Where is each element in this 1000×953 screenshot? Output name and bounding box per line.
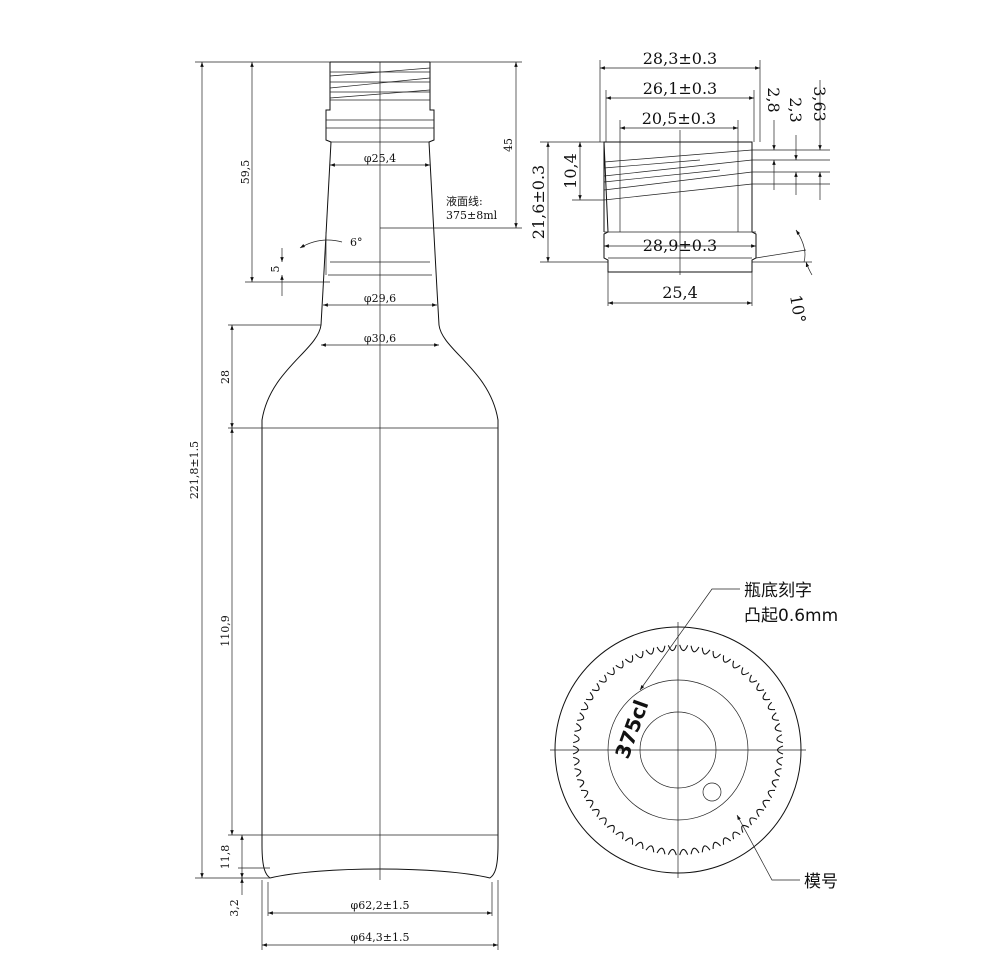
engraving-sub: 凸起0.6mm xyxy=(744,606,838,626)
stipple-mark xyxy=(615,831,624,840)
finish-dim-3-63: 3,63 xyxy=(810,86,829,122)
stipple-mark xyxy=(701,845,711,853)
stipple-mark xyxy=(606,824,615,833)
stipple-mark xyxy=(767,701,776,711)
stipple-mark xyxy=(624,655,634,663)
finish-dim-21-6: 21,6±0.3 xyxy=(529,165,548,239)
stipple-mark xyxy=(722,655,732,663)
finish-angle-10: 10° xyxy=(786,293,810,324)
stipple-mark xyxy=(732,660,741,669)
dim-28: 28 xyxy=(219,370,232,384)
fill-level-value: 375±8ml xyxy=(446,209,498,222)
stipple-mark xyxy=(591,808,600,818)
stipple-mark xyxy=(679,644,689,652)
dim-3-2: 3,2 xyxy=(228,899,241,917)
stipple-mark xyxy=(573,756,580,766)
stipple-mark xyxy=(776,745,784,755)
stipple-mark xyxy=(624,837,634,845)
stipple-mark xyxy=(762,692,771,701)
stipple-mark xyxy=(741,667,750,676)
engraved-text: 375cl xyxy=(610,697,653,762)
finish-dim-2-8: 2,8 xyxy=(764,87,783,112)
stipple-mark xyxy=(580,789,589,799)
stipple-mark xyxy=(776,734,783,744)
stipple-mark xyxy=(762,799,771,808)
finish-detail-view: 28,3±0.3 26,1±0.3 20,5±0.3 28,9±0.3 25,4… xyxy=(529,49,830,325)
stipple-mark xyxy=(656,847,666,855)
dim-dia-62-2: φ62,2±1.5 xyxy=(351,899,410,912)
dim-dia-30-6: φ30,6 xyxy=(364,332,396,345)
stipple-mark xyxy=(667,848,677,856)
stipple-mark xyxy=(749,674,758,683)
stipple-mark xyxy=(722,837,732,845)
stipple-mark xyxy=(580,701,589,711)
stipple-mark xyxy=(774,723,782,732)
dim-dia-29-6: φ29,6 xyxy=(364,292,396,305)
finish-dim-28-9: 28,9±0.3 xyxy=(643,236,717,255)
finish-dim-25-4: 25,4 xyxy=(662,283,698,302)
finish-dim-10-4: 10,4 xyxy=(561,153,580,189)
stipple-mark xyxy=(712,841,721,850)
stipple-mark xyxy=(732,831,741,840)
engraving-label: 瓶底刻字 xyxy=(744,581,812,601)
stipple-mark xyxy=(679,848,689,856)
stipple-mark xyxy=(572,745,580,755)
stipple-mark xyxy=(574,723,582,732)
mould-label: 模号 xyxy=(804,872,838,892)
stipple-mark xyxy=(756,682,765,692)
stipple-mark xyxy=(645,845,655,853)
finish-dim-20-5: 20,5±0.3 xyxy=(642,109,716,128)
bottle-outline xyxy=(261,62,499,879)
fill-level-label: 液面线: xyxy=(446,194,483,208)
dim-5: 5 xyxy=(269,266,282,273)
dim-59-5: 59,5 xyxy=(239,160,252,185)
stipple-mark xyxy=(574,768,582,777)
finish-dim-28-3: 28,3±0.3 xyxy=(643,49,717,68)
angle-6: 6° xyxy=(350,236,363,249)
stipple-mark xyxy=(712,650,721,659)
dim-45: 45 xyxy=(502,138,515,152)
stipple-ring xyxy=(572,644,784,856)
stipple-mark xyxy=(645,647,655,655)
stipple-mark xyxy=(585,799,594,808)
stipple-mark xyxy=(585,692,594,701)
dim-height-total: 221,8±1.5 xyxy=(188,441,201,499)
stipple-mark xyxy=(577,712,585,721)
stipple-mark xyxy=(573,734,580,744)
stipple-mark xyxy=(635,841,644,850)
stipple-mark xyxy=(577,779,585,788)
stipple-mark xyxy=(749,817,758,826)
stipple-mark xyxy=(667,644,677,652)
dim-11-8: 11,8 xyxy=(219,845,232,870)
base-bottom-view: 375cl 瓶底刻字 凸起0.6mm 模号 xyxy=(550,581,838,892)
mould-number-dot xyxy=(702,782,722,802)
stipple-mark xyxy=(615,660,624,669)
dim-dia-64-3: φ64,3±1.5 xyxy=(351,931,410,944)
finish-dim-26-1: 26,1±0.3 xyxy=(643,79,717,98)
stipple-mark xyxy=(598,817,607,826)
stipple-mark xyxy=(774,768,782,777)
stipple-mark xyxy=(591,682,600,692)
stipple-mark xyxy=(741,824,750,833)
stipple-mark xyxy=(701,647,711,655)
stipple-mark xyxy=(635,650,644,659)
stipple-mark xyxy=(690,847,700,855)
stipple-mark xyxy=(606,667,615,676)
finish-dim-2-3: 2,3 xyxy=(786,97,805,122)
stipple-mark xyxy=(756,808,765,818)
stipple-mark xyxy=(776,756,783,766)
dim-110-9: 110,9 xyxy=(219,615,232,647)
stipple-mark xyxy=(656,645,666,653)
dim-dia-25-4: φ25,4 xyxy=(364,152,396,165)
stipple-mark xyxy=(771,712,779,721)
stipple-mark xyxy=(767,789,776,799)
stipple-mark xyxy=(690,645,700,653)
finish-threads xyxy=(603,149,753,201)
bottle-side-view: 221,8±1.5 59,5 45 5 28 110,9 11,8 3,2 φ2… xyxy=(188,61,522,950)
stipple-mark xyxy=(598,674,607,683)
stipple-mark xyxy=(771,779,779,788)
